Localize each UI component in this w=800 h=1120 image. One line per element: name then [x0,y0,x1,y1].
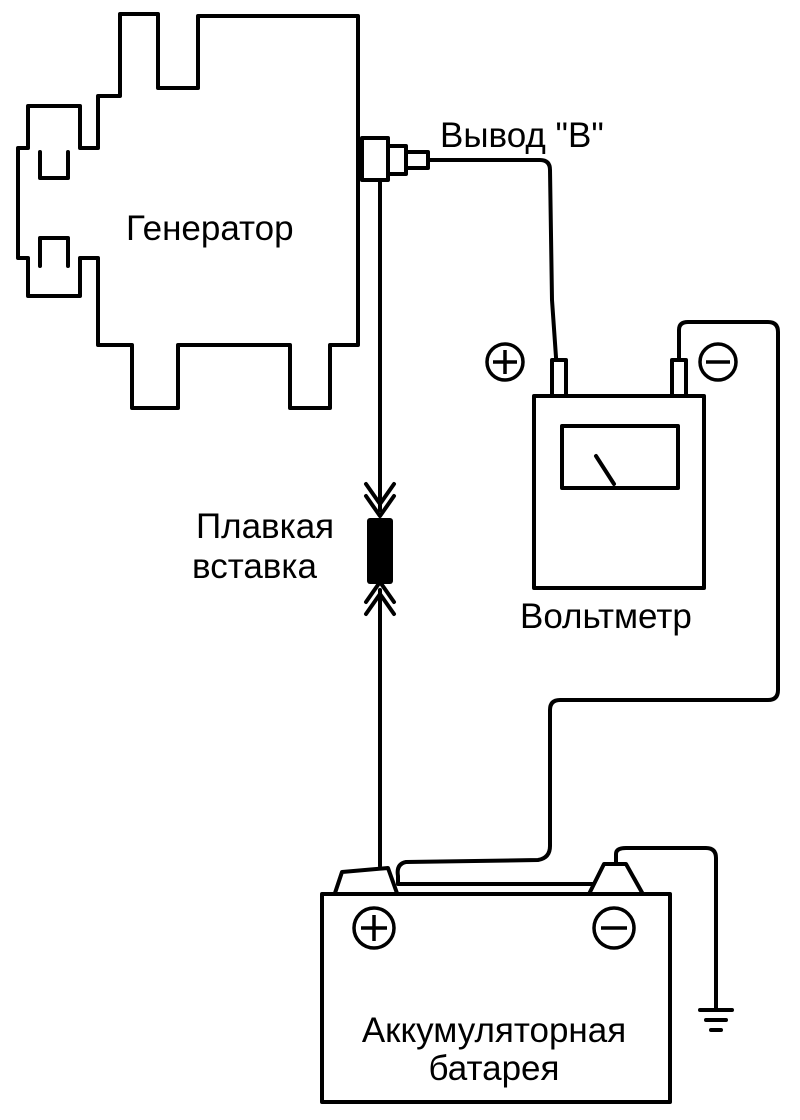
ground-icon [698,1008,734,1032]
wire-battery-ground [614,846,718,1010]
terminal-b-nut [386,144,408,176]
voltmeter-plus-symbol [485,342,525,382]
battery-plus-symbol [352,906,396,950]
wire-terminal-to-voltmeter [426,158,561,402]
battery-terminal-positive [332,866,400,898]
generator-label: Генератор [126,209,294,248]
terminal-b-base [360,136,390,182]
battery-terminal-negative [586,862,646,898]
voltmeter-label: Вольтметр [520,597,692,636]
battery-minus-symbol [592,906,636,950]
battery-label-line1: Аккумуляторная [362,1011,626,1050]
voltmeter-needle [594,454,616,486]
voltmeter-dial [560,424,680,490]
terminal-b-label: Вывод "B" [440,116,604,155]
fuse-label-line1: Плавкая [196,507,334,546]
pulley-groove-lower [38,236,70,268]
generator: Генератор [16,12,430,410]
voltmeter-minus-symbol [698,342,738,382]
voltmeter: Вольтметр [520,358,706,636]
battery: Аккумуляторная батарея [320,862,672,1104]
fuse-label-line2: вставка [192,547,317,586]
fuse-connector-top [364,482,396,518]
terminal-b-stud [404,150,430,170]
pulley-groove-upper [38,150,70,180]
fuse-element [367,518,393,584]
battery-label-line2: батарея [429,1049,560,1088]
wire-voltmeter-negative [395,320,780,886]
generator-body [16,12,360,410]
